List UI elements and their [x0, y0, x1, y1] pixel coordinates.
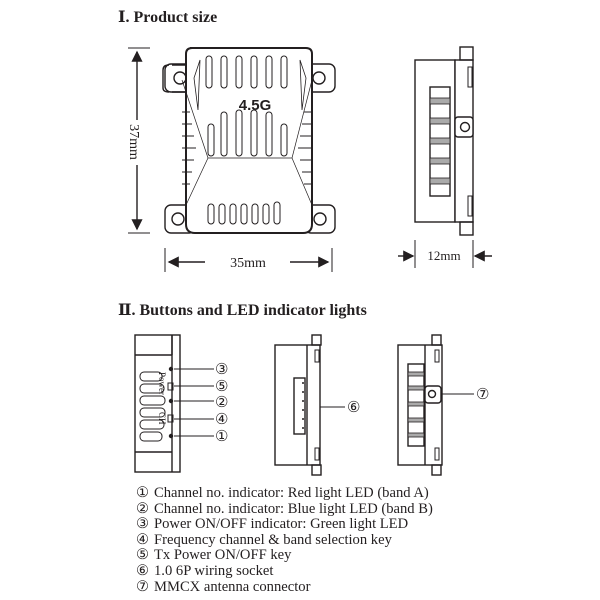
- callout-6: ⑥: [347, 400, 360, 416]
- legend-number: ①: [136, 485, 150, 501]
- legend-number: ④: [136, 531, 150, 548]
- callout-5: ⑤: [215, 379, 228, 395]
- legend-text: 1.0 6P wiring socket: [154, 562, 274, 579]
- antenna-side-view: [397, 334, 443, 476]
- section-1-title: Ⅰ. Product size: [118, 9, 218, 26]
- side-view-device: [414, 46, 474, 236]
- top-view-device: [162, 47, 336, 234]
- width-dimension: 35mm: [230, 256, 266, 271]
- callout-4: ④: [215, 412, 228, 428]
- power-label: Power: [157, 372, 167, 395]
- legend-text: Channel no. indicator: Blue light LED (b…: [154, 500, 433, 517]
- socket-side-view: [274, 334, 322, 476]
- legend-number: ⑥: [136, 562, 150, 579]
- callout-7: ⑦: [476, 387, 489, 403]
- callout-2: ②: [215, 395, 228, 411]
- callout-1: ①: [215, 429, 228, 445]
- thickness-dimension: 12mm: [427, 248, 460, 263]
- legend-number: ⑦: [136, 578, 150, 595]
- callout-3: ③: [215, 362, 228, 378]
- legend-text: Frequency channel & band selection key: [154, 531, 392, 548]
- legend-text: Channel no. indicator: Red light LED (ba…: [154, 485, 429, 501]
- legend-number: ②: [136, 500, 150, 517]
- section-2-title: Ⅱ. Buttons and LED indicator lights: [118, 302, 367, 319]
- height-dimension: 37mm: [126, 124, 141, 160]
- legend-number: ③: [136, 516, 150, 533]
- model-label: 4.5G: [239, 97, 272, 114]
- legend-text: MMCX antenna connector: [154, 578, 311, 595]
- button-side-view: [134, 334, 181, 473]
- legend-text: Power ON/OFF indicator: Green light LED: [154, 516, 409, 533]
- legend-text: Tx Power ON/OFF key: [154, 547, 292, 564]
- ch-label: CH: [157, 412, 167, 425]
- legend-number: ⑤: [136, 547, 150, 564]
